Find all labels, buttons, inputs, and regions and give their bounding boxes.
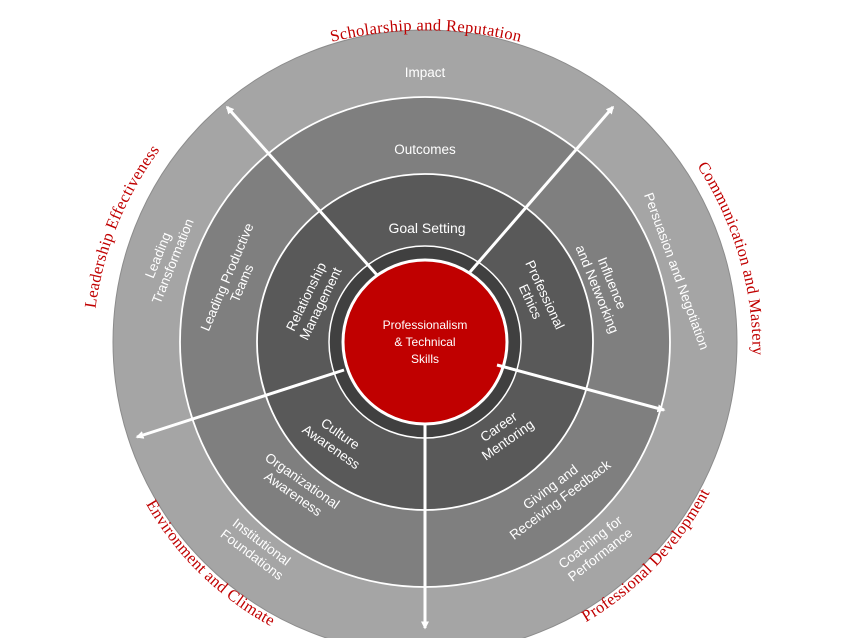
center-circle (341, 258, 509, 426)
label-line: & Technical (394, 335, 455, 349)
label-line: Goal Setting (388, 220, 465, 236)
outcomes-label: Outcomes (394, 142, 456, 157)
label-line: Impact (405, 65, 446, 80)
arrow-right (496, 363, 666, 413)
impact-label: Impact (405, 65, 446, 80)
arrow-left (135, 368, 345, 439)
label-line: Professionalism (383, 318, 468, 332)
goal-setting-label: Goal Setting (388, 220, 465, 236)
label-line: Outcomes (394, 142, 456, 157)
arrow-upper-right (468, 105, 615, 273)
outer-ring-border (112, 29, 738, 638)
label-line: Skills (411, 352, 439, 366)
arrow-upper-left (225, 105, 379, 276)
